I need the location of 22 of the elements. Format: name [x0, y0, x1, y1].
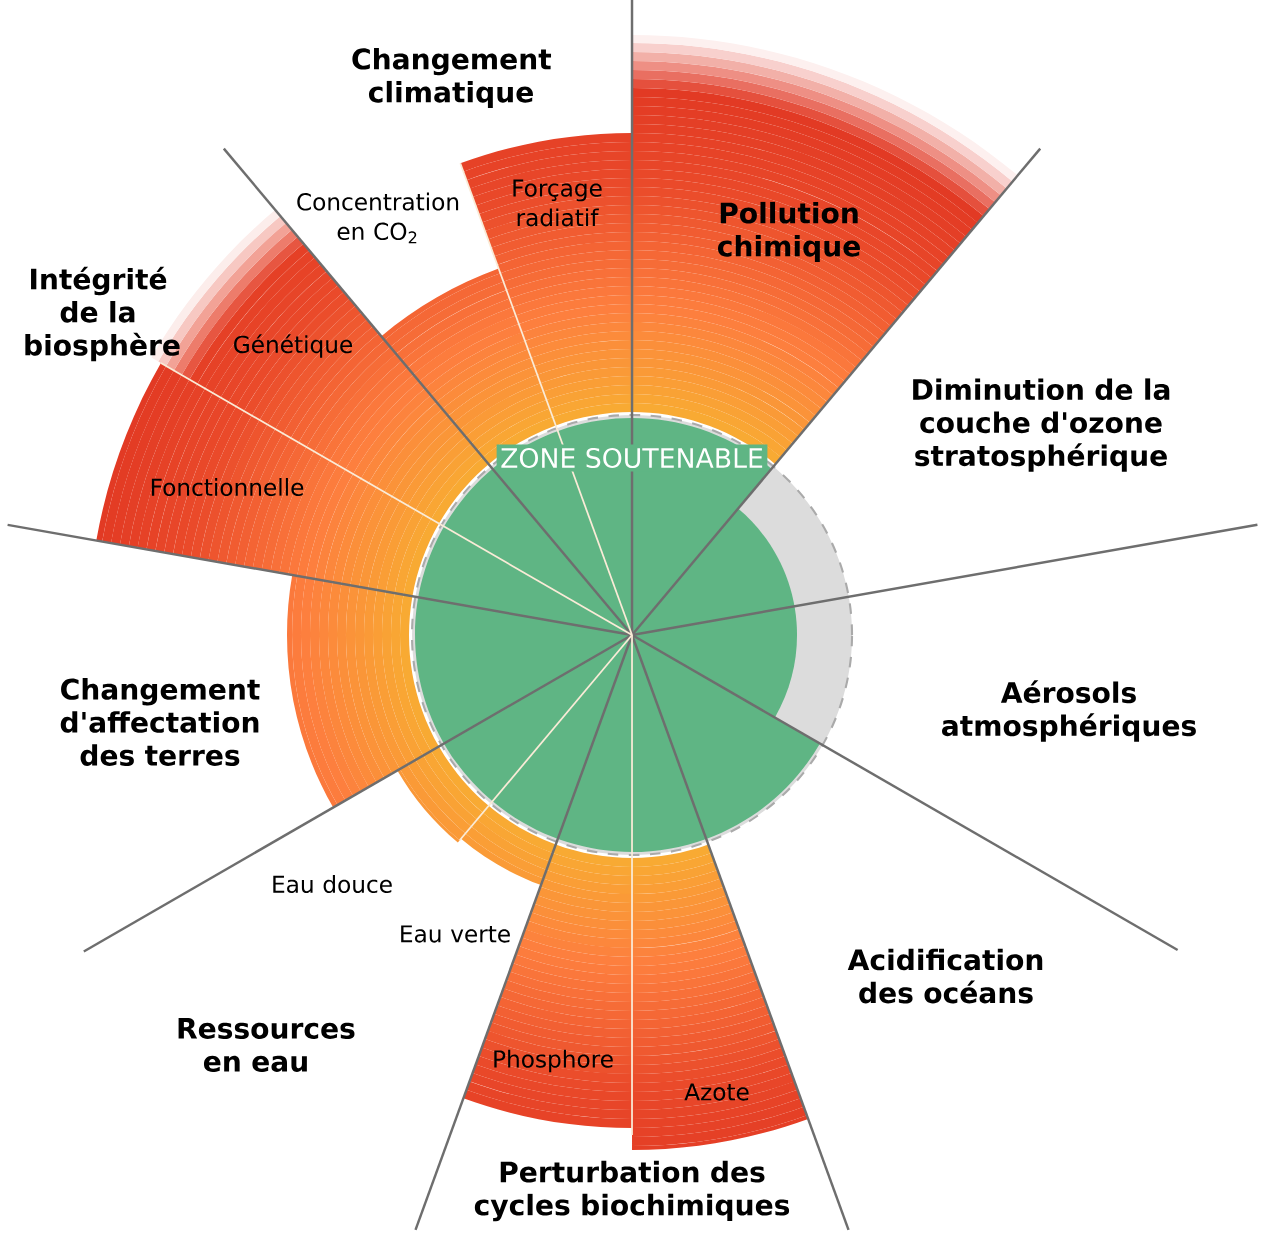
category-label: Diminution de la couche d'ozone stratosphérique: [913, 378, 1170, 472]
boundary-wedge: Azote: [631, 844, 809, 1150]
node-label: Azote: [684, 1083, 749, 1101]
node-label: Concentration en CO$_{2}$: [297, 192, 459, 244]
category-label: Changement climatique: [352, 47, 552, 109]
boundary-wedge: Fonctionnelle: [96, 362, 439, 597]
boundary-wedge: [287, 575, 439, 808]
category-label: Aérosols atmosphériques: [942, 680, 1196, 742]
node-label: Phosphore: [494, 1049, 613, 1073]
category-label: Acidification des océans: [847, 948, 1043, 1004]
wedge-label: Eau douce: [273, 875, 392, 893]
category-label: Changement d'affectation des terres: [60, 678, 260, 766]
boundary-wedge: [461, 805, 556, 885]
category-label: Ressources en eau: [178, 1018, 355, 1072]
boundary-wedge: Forçage radiatif: [460, 133, 633, 426]
node-label: Fonctionnelle: [151, 478, 304, 496]
node-label: Forçage radiatif: [513, 179, 602, 227]
category-label: Intégrité de la biosphère: [25, 266, 180, 362]
zone-label: ZONE SOUTENABLE: [496, 444, 768, 472]
category-label: Perturbation des cycles biochimiques: [474, 1160, 790, 1222]
node-label: Pollution chimique: [718, 201, 860, 263]
boundary-wedge: [397, 746, 489, 843]
